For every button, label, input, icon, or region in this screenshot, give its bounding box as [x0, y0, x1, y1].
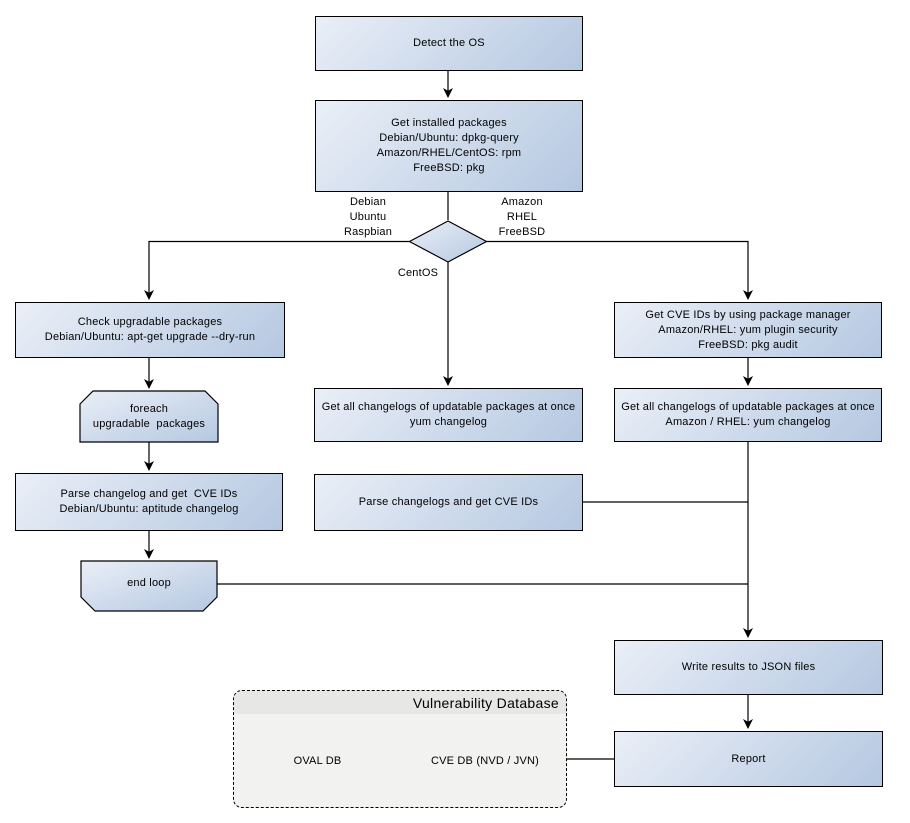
node-text: Get all changelogs of updatable packages… — [321, 401, 576, 413]
edge-decision-to-check-upgradable — [144, 240, 409, 300]
node-text: Write results to JSON files — [681, 661, 816, 673]
end-loop-shape — [80, 560, 218, 612]
oval-db-label: OVAL DB — [293, 755, 342, 767]
node-text: Amazon / RHEL: yum changelog — [665, 416, 831, 428]
node-parse-changelog-deb: Parse changelog and get CVE IDs Debian/U… — [15, 473, 283, 531]
branch-label-amazon: Amazon RHEL FreeBSD — [472, 195, 572, 240]
node-text: FreeBSD: pkg — [413, 162, 485, 174]
node-text: Get CVE IDs by using package manager — [645, 308, 851, 321]
branch-label-debian: Debian Ubuntu Raspbian — [318, 195, 418, 240]
edge-decision-to-get-cve-ids — [487, 240, 753, 300]
node-text: yum changelog — [409, 416, 488, 428]
node-text: Debian/Ubuntu: aptitude changelog — [59, 503, 239, 515]
decision-os-diamond — [408, 220, 488, 263]
node-text: Parse changelog and get CVE IDs — [60, 488, 238, 500]
node-get-cve-ids-pkg-mgr: Get CVE IDs by using package manager Ama… — [614, 302, 882, 358]
vulnerability-database-header: Vulnerability Database — [234, 691, 566, 714]
node-text: Detect the OS — [413, 37, 485, 49]
edge-label-text: CentOS — [397, 267, 439, 279]
node-text: Debian/Ubuntu: apt-get upgrade --dry-run — [44, 331, 256, 343]
vulnerability-database-title: Vulnerability Database — [412, 694, 559, 711]
edge-label-text: Debian — [349, 196, 387, 208]
edge-label-text: FreeBSD — [498, 226, 546, 238]
edge-label-text: Raspbian — [343, 226, 393, 238]
foreach-loop-shape — [79, 390, 219, 443]
node-text: FreeBSD: pkg audit — [698, 338, 798, 351]
node-check-upgradable: Check upgradable packages Debian/Ubuntu:… — [15, 302, 285, 358]
node-text: Check upgradable packages — [77, 316, 223, 328]
node-text: Parse changelogs and get CVE IDs — [358, 496, 539, 508]
cve-db-label: CVE DB (NVD / JVN) — [430, 755, 540, 767]
node-text: Get all changelogs of updatable packages… — [621, 401, 875, 413]
node-detect-os: Detect the OS — [315, 16, 583, 71]
node-text: Debian/Ubuntu: dpkg-query — [379, 132, 519, 144]
node-text: Amazon/RHEL: yum plugin security — [658, 323, 838, 336]
node-parse-changelogs-centos: Parse changelogs and get CVE IDs — [314, 474, 583, 531]
edge-label-text: Ubuntu — [349, 211, 387, 223]
node-text: Amazon/RHEL/CentOS: rpm — [376, 147, 522, 159]
vulnerability-database-container: Vulnerability Database — [233, 690, 567, 808]
node-get-changelogs-amazon: Get all changelogs of updatable packages… — [614, 388, 882, 442]
node-text: Get installed packages — [391, 117, 507, 129]
branch-label-centos: CentOS — [378, 266, 458, 281]
node-report: Report — [614, 731, 883, 787]
node-write-results: Write results to JSON files — [614, 640, 883, 695]
node-get-installed-packages: Get installed packages Debian/Ubuntu: dp… — [315, 100, 583, 192]
edge-label-text: Amazon — [501, 196, 543, 208]
node-text: Report — [731, 752, 766, 765]
edge-label-text: RHEL — [506, 211, 538, 223]
node-get-changelogs-centos: Get all changelogs of updatable packages… — [314, 388, 583, 442]
